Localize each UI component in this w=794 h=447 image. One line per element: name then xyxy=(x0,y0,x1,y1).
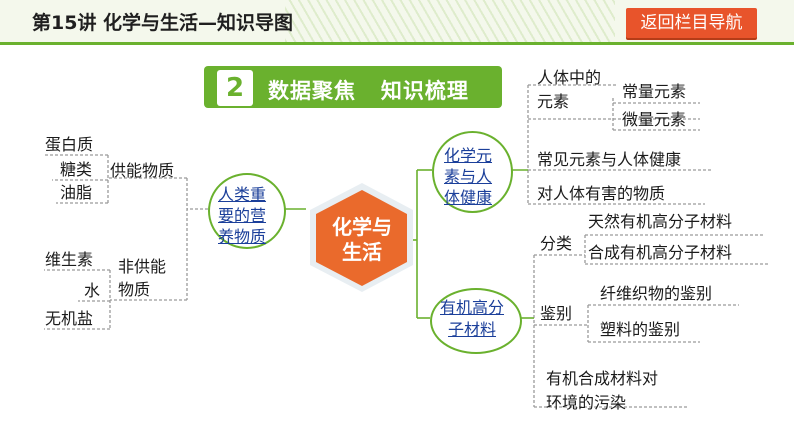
identify-label: 鉴别 xyxy=(540,304,573,323)
supply-item-protein: 蛋白质 xyxy=(45,135,94,154)
supply-item-sugar: 糖类 xyxy=(60,160,93,179)
energy-supply-label: 供能物质 xyxy=(110,161,175,180)
polymer-line-1[interactable]: 有机高分 xyxy=(440,298,505,317)
header-divider xyxy=(0,42,794,45)
non-item-vitamin: 维生素 xyxy=(45,250,94,269)
major-elements: 常量元素 xyxy=(622,82,687,101)
non-item-mineral: 无机盐 xyxy=(45,309,94,328)
section-banner xyxy=(204,66,502,108)
fiber-identification: 纤维织物的鉴别 xyxy=(600,284,713,303)
environment-pollution-1: 有机合成材料对 xyxy=(546,369,659,388)
body-elements-label-1: 人体中的 xyxy=(537,68,602,87)
page-title: 第15讲 化学与生活—知识导图 xyxy=(32,12,294,34)
non-energy-label-1: 非供能 xyxy=(118,257,167,276)
polymer-node[interactable] xyxy=(430,288,522,354)
supply-item-fat: 油脂 xyxy=(60,183,93,202)
nutrients-node[interactable] xyxy=(208,173,286,249)
elements-line-1[interactable]: 化学元 xyxy=(444,146,493,165)
elements-node[interactable] xyxy=(432,131,513,213)
section-title: 数据聚焦 知识梳理 xyxy=(268,79,469,103)
classify-label: 分类 xyxy=(540,234,573,253)
non-energy-label-2: 物质 xyxy=(118,280,151,299)
elements-line-3[interactable]: 体健康 xyxy=(444,188,493,207)
environment-pollution-2: 环境的污染 xyxy=(546,393,627,412)
plastic-identification: 塑料的鉴别 xyxy=(600,320,681,339)
section-number: 2 xyxy=(217,70,253,106)
back-to-nav-button[interactable]: 返回栏目导航 xyxy=(626,8,757,38)
nutrients-line-2[interactable]: 要的营 xyxy=(218,206,267,225)
nutrients-line-1[interactable]: 人类重 xyxy=(218,185,267,204)
body-elements-label-2: 元素 xyxy=(537,92,570,111)
nutrients-line-3[interactable]: 养物质 xyxy=(218,227,267,246)
common-elements-health: 常见元素与人体健康 xyxy=(537,150,682,169)
trace-elements: 微量元素 xyxy=(622,110,687,129)
natural-polymer: 天然有机高分子材料 xyxy=(588,212,733,231)
header-decoration xyxy=(285,0,615,42)
elements-line-2[interactable]: 素与人 xyxy=(444,167,493,186)
non-item-water: 水 xyxy=(84,281,101,300)
polymer-line-2[interactable]: 子材料 xyxy=(448,320,497,339)
harmful-substances: 对人体有害的物质 xyxy=(537,184,666,203)
center-node: 化学与 生活 xyxy=(321,215,403,265)
center-line-1: 化学与 xyxy=(332,215,392,239)
center-line-2: 生活 xyxy=(342,240,382,264)
synthetic-polymer: 合成有机高分子材料 xyxy=(588,243,733,262)
